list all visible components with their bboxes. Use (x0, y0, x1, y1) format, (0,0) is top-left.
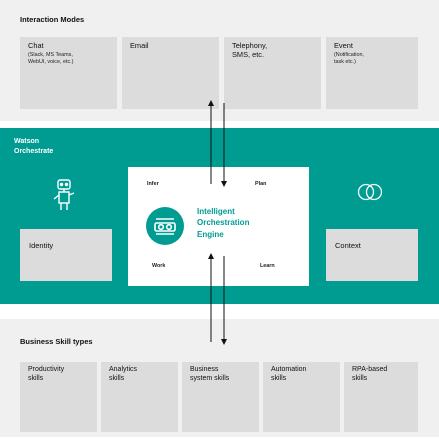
telephony-card-title: Telephony, (232, 41, 268, 50)
watson-orchestrate-title: Watson Orchestrate (14, 137, 53, 157)
automation-skills-line2: skills (271, 374, 287, 382)
business-skills-title: Business Skill types (20, 337, 93, 346)
productivity-skills-line2: skills (28, 374, 44, 382)
rpa-based-skills-line2: skills (352, 374, 368, 382)
orchestration-logo-icon (146, 207, 184, 245)
analytics-skills-card: Analytics skills (101, 362, 178, 432)
engine-title-line3: Engine (197, 229, 224, 239)
email-card: Email (122, 37, 219, 109)
engine-title: Intelligent Orchestration Engine (197, 206, 249, 240)
learn-label: Learn (260, 263, 275, 269)
telephony-card: Telephony, SMS, etc. (224, 37, 321, 109)
productivity-skills-card: Productivity skills (20, 362, 97, 432)
infer-label: Infer (147, 181, 159, 187)
watson-orchestrate-line1: Watson (14, 138, 40, 145)
event-card: Event (Notification, task etc.) (326, 37, 418, 109)
telephony-card-title-2: SMS, etc. (232, 50, 265, 60)
engine-title-line2: Orchestration (197, 218, 250, 228)
event-card-subtitle-2: task etc.) (334, 59, 356, 66)
business-system-skills-line2: system skills (190, 374, 230, 382)
plan-label: Plan (255, 181, 267, 187)
engine-title-line1: Intelligent (197, 207, 235, 216)
context-ring-icon (357, 183, 383, 201)
event-card-subtitle-1: (Notification, (334, 52, 364, 59)
chat-card-title: Chat (28, 41, 44, 50)
connector-arrows (208, 100, 227, 345)
rpa-based-skills-card: RPA-based skills (344, 362, 418, 432)
robot-icon (53, 179, 75, 210)
business-system-skills-card: Business system skills (182, 362, 259, 432)
productivity-skills-line1: Productivity (28, 366, 65, 373)
chat-card-subtitle-1: (Slack, MS Teams, (28, 52, 73, 59)
identity-card: Identity (20, 229, 112, 281)
interaction-modes-title: Interaction Modes (20, 15, 85, 24)
analytics-skills-line1: Analytics (109, 366, 138, 373)
automation-skills-card: Automation skills (263, 362, 340, 432)
context-card: Context (326, 229, 418, 281)
identity-label: Identity (29, 241, 54, 250)
work-label: Work (152, 263, 166, 269)
automation-skills-line1: Automation (271, 366, 307, 373)
context-label: Context (335, 241, 361, 250)
analytics-skills-line2: skills (109, 374, 125, 382)
event-card-title: Event (334, 41, 353, 50)
business-system-skills-line1: Business (190, 366, 219, 373)
chat-card-subtitle-2: WebUI, voice, etc.) (28, 59, 74, 66)
chat-card: Chat (Slack, MS Teams, WebUI, voice, etc… (20, 37, 117, 109)
watson-orchestrate-line2: Orchestrate (14, 148, 54, 156)
rpa-based-skills-line1: RPA-based (352, 366, 388, 373)
email-card-title: Email (130, 41, 149, 50)
